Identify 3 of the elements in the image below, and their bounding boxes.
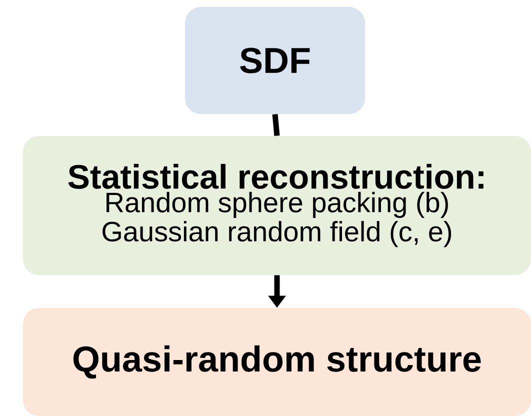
process-box: Statistical reconstruction: Random sphere packing (b) Gaussian random field (c, e) (23, 136, 531, 275)
result-box: Quasi-random structure (23, 308, 531, 416)
process-box: SDF (185, 7, 365, 114)
